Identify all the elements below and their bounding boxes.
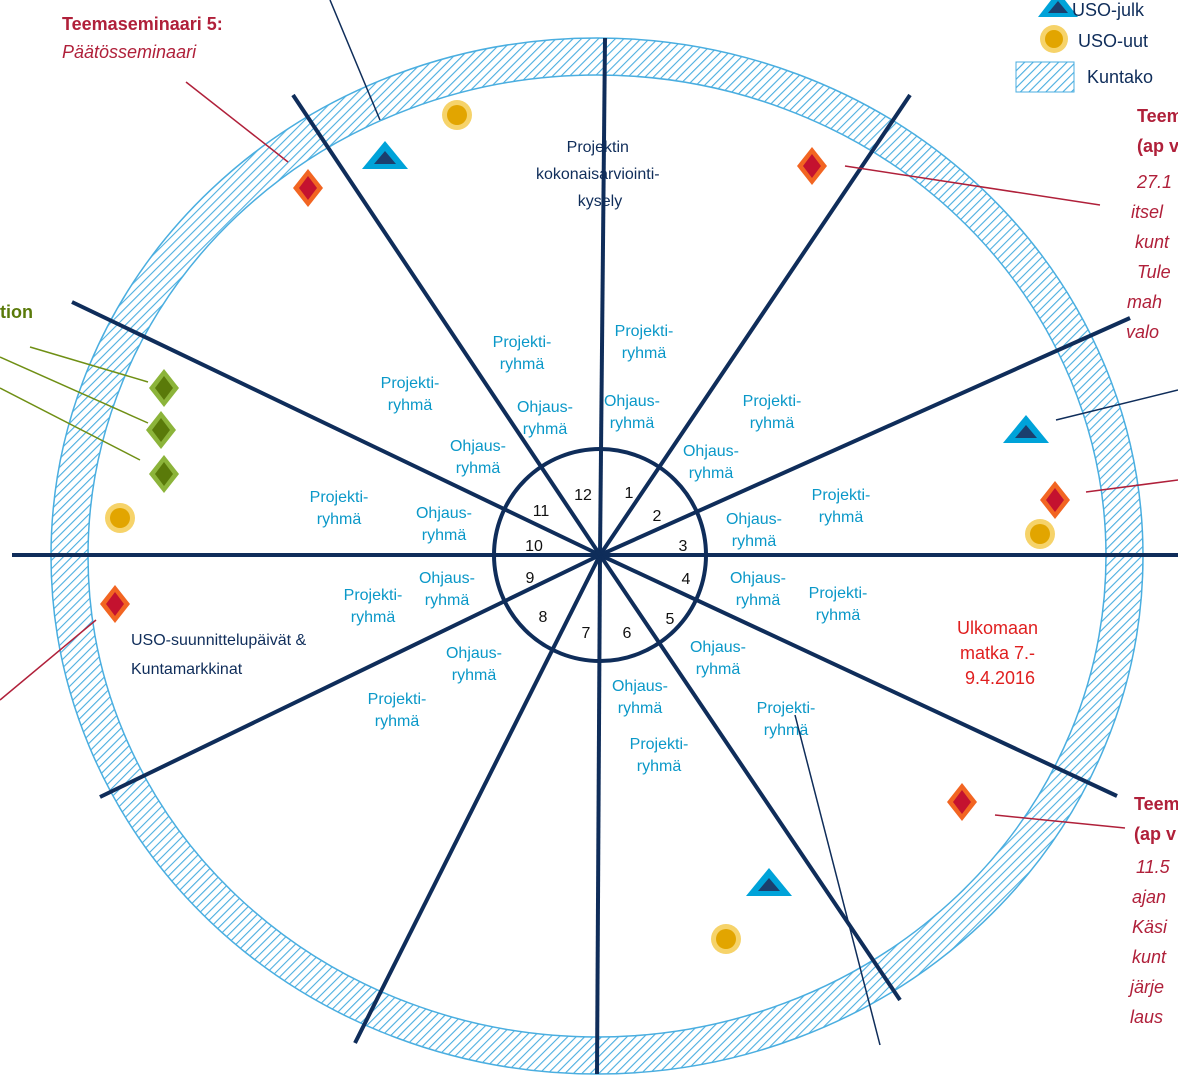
hatch-swatch-icon <box>1015 61 1075 93</box>
ohjausryhma-label: Ohjaus-ryhmä <box>419 570 475 609</box>
month-number: 2 <box>653 508 662 525</box>
annotations: Teemaseminaari 5: Päätösseminaari Projek… <box>0 14 1178 1027</box>
teemaseminaari5-subtitle: Päätösseminaari <box>62 42 197 62</box>
legend-label: Kuntako <box>1087 67 1153 87</box>
uso-suunnittelu-label: USO-suunnittelupäivät & Kuntamarkkinat <box>131 632 311 678</box>
teemaseminaari5-title: Teemaseminaari 5: <box>62 14 223 34</box>
projektiryhma-label: Projekti-ryhmä <box>615 323 674 362</box>
projektiryhma-label: Projekti-ryhmä <box>809 585 868 624</box>
month-number: 1 <box>625 485 634 502</box>
month-spokes <box>12 37 1178 1075</box>
green-annotation-label: tion <box>0 302 33 322</box>
month-number: 8 <box>539 609 548 626</box>
month-number: 12 <box>574 487 592 504</box>
segment-labels: Projekti-ryhmäOhjaus-ryhmäProjekti-ryhmä… <box>310 323 871 775</box>
month-spoke <box>99 553 601 799</box>
month-spoke <box>595 554 602 1075</box>
ohjausryhma-label: Ohjaus-ryhmä <box>690 639 746 678</box>
ohjausryhma-label: Ohjaus-ryhmä <box>683 443 739 482</box>
month-spoke <box>598 37 607 556</box>
legend: USO-julk USO-uut Kuntako <box>1015 0 1153 93</box>
ohjausryhma-label: Ohjaus-ryhmä <box>416 505 472 544</box>
month-spoke <box>599 316 1131 557</box>
month-spoke <box>353 554 602 1044</box>
projektiryhma-label: Projekti-ryhmä <box>630 736 689 775</box>
ohjausryhma-label: Ohjaus-ryhmä <box>726 511 782 550</box>
legend-label: USO-uut <box>1078 31 1148 51</box>
ohjausryhma-label: Ohjaus-ryhmä <box>604 393 660 432</box>
projektiryhma-label: Projekti-ryhmä <box>812 487 871 526</box>
month-number: 6 <box>623 625 632 642</box>
legend-label: USO-julk <box>1072 0 1145 20</box>
ohjausryhma-label: Ohjaus-ryhmä <box>730 570 786 609</box>
seminar-diamond-icons <box>100 147 1070 821</box>
hub-ring <box>492 447 708 663</box>
ohjausryhma-label: Ohjaus-ryhmä <box>517 399 573 438</box>
projektiryhma-label: Projekti-ryhmä <box>310 489 369 528</box>
projektiryhma-label: Projekti-ryhmä <box>368 691 427 730</box>
month-number: 4 <box>682 571 691 588</box>
month-number: 11 <box>533 503 550 520</box>
ohjausryhma-label: Ohjaus-ryhmä <box>612 678 668 717</box>
month-number: 7 <box>582 625 591 642</box>
month-spoke <box>71 300 601 557</box>
projektiryhma-label: Projekti-ryhmä <box>493 334 552 373</box>
month-number: 5 <box>666 611 675 628</box>
month-spoke <box>598 93 912 557</box>
right-top-seminar-title: Teem (ap v <box>1137 106 1178 156</box>
leader-lines <box>0 0 1178 1046</box>
ulkomaan-matka-label: Ulkomaan matka 7.- 9.4.2016 <box>957 618 1043 688</box>
projektiryhma-label: Projekti-ryhmä <box>344 587 403 626</box>
kokonaisarviointi-label: Projektin kokonaisarviointi- kysely <box>536 139 664 210</box>
right-top-seminar-text: 27.1 itsel kunt Tule mah valo <box>1126 172 1177 342</box>
month-number: 3 <box>679 538 688 555</box>
ohjausryhma-label: Ohjaus-ryhmä <box>446 645 502 684</box>
projektiryhma-label: Projekti-ryhmä <box>381 375 440 414</box>
right-bottom-seminar-title: Teem (ap v <box>1134 794 1178 844</box>
projektiryhma-label: Projekti-ryhmä <box>757 700 816 739</box>
month-spoke <box>291 93 602 557</box>
month-number: 9 <box>526 570 535 587</box>
triangle-icons <box>362 0 1078 896</box>
green-diamond-icons <box>146 369 179 493</box>
right-bottom-seminar-text: 11.5 ajan Käsi kunt järje laus <box>1127 857 1175 1027</box>
month-number: 10 <box>525 538 543 555</box>
ohjausryhma-label: Ohjaus-ryhmä <box>450 438 506 477</box>
month-spoke <box>599 553 1118 798</box>
projektiryhma-label: Projekti-ryhmä <box>743 393 802 432</box>
circle-icons <box>105 25 1068 954</box>
